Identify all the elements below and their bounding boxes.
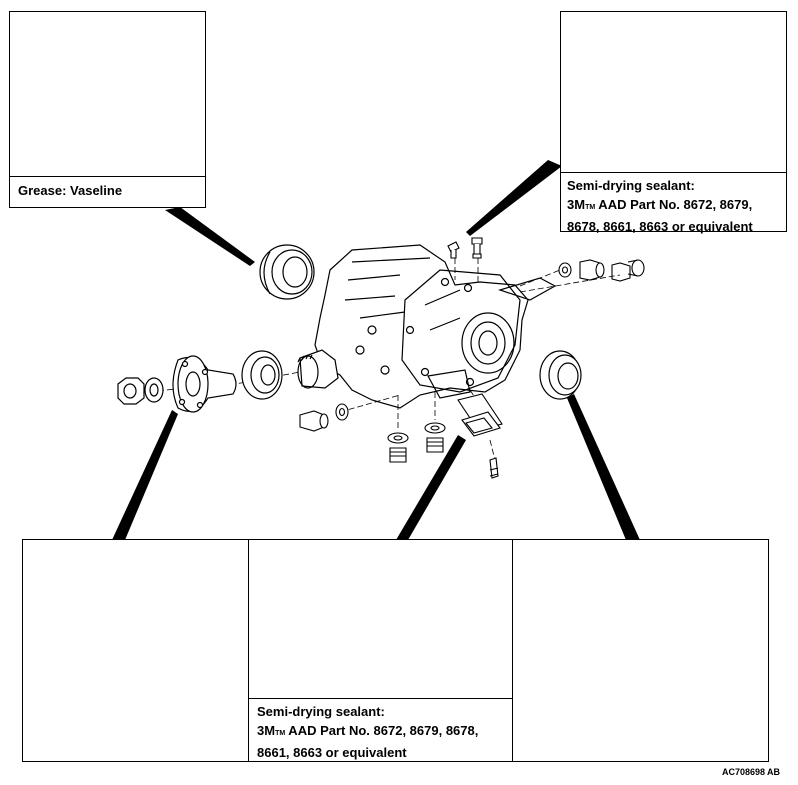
gasket-label-line2: 3MTM AAD Part No. 8672, 8679, 8678, (257, 723, 479, 738)
figure-reference-id: AC708698 (722, 767, 766, 777)
differential-carrier (297, 244, 557, 409)
bottom-detail-panel (22, 539, 769, 762)
front-oil-seal (259, 244, 315, 300)
gasket-label-line3: 8661, 8663 or equivalent (257, 745, 407, 760)
grease-vaseline-panel (9, 11, 206, 208)
bottom-panel-separator-right (512, 539, 513, 762)
bottom-panel-separator-left (248, 539, 249, 762)
breather-sealant-panel (560, 11, 787, 232)
breather-fittings (447, 237, 483, 259)
sealant-label-line3: 8678, 8661, 8663 or equivalent (567, 219, 753, 234)
leader-to-sealant-top-panel (466, 160, 562, 236)
gasket-label-line1: Semi-drying sealant: (257, 704, 385, 719)
bottom-plugs-and-washers (299, 403, 446, 463)
leader-to-grease-panel (165, 207, 255, 266)
gasket-sealant-label: Semi-drying sealant: 3MTM AAD Part No. 8… (257, 702, 478, 762)
oil-pump-flange (457, 393, 503, 479)
side-oil-seal (539, 350, 582, 400)
sealant-label-line2: 3MTM AAD Part No. 8672, 8679, (567, 197, 753, 212)
grease-vaseline-label: Grease: Vaseline (18, 183, 123, 198)
leader-to-gasket-panel (396, 435, 466, 540)
leader-to-side-seal-panel (567, 394, 640, 540)
companion-flange-set (117, 350, 283, 413)
sealant-label-line1: Semi-drying sealant: (567, 178, 695, 193)
grease-panel-divider (9, 176, 206, 177)
gasket-panel-divider (248, 698, 512, 699)
figure-reference-revision: AB (767, 767, 781, 777)
breather-sealant-label: Semi-drying sealant: 3MTM AAD Part No. 8… (567, 176, 753, 236)
breather-panel-divider (560, 172, 787, 173)
drain-filler-plugs-right (558, 259, 645, 282)
leader-to-companion-flange-panel (112, 410, 178, 540)
